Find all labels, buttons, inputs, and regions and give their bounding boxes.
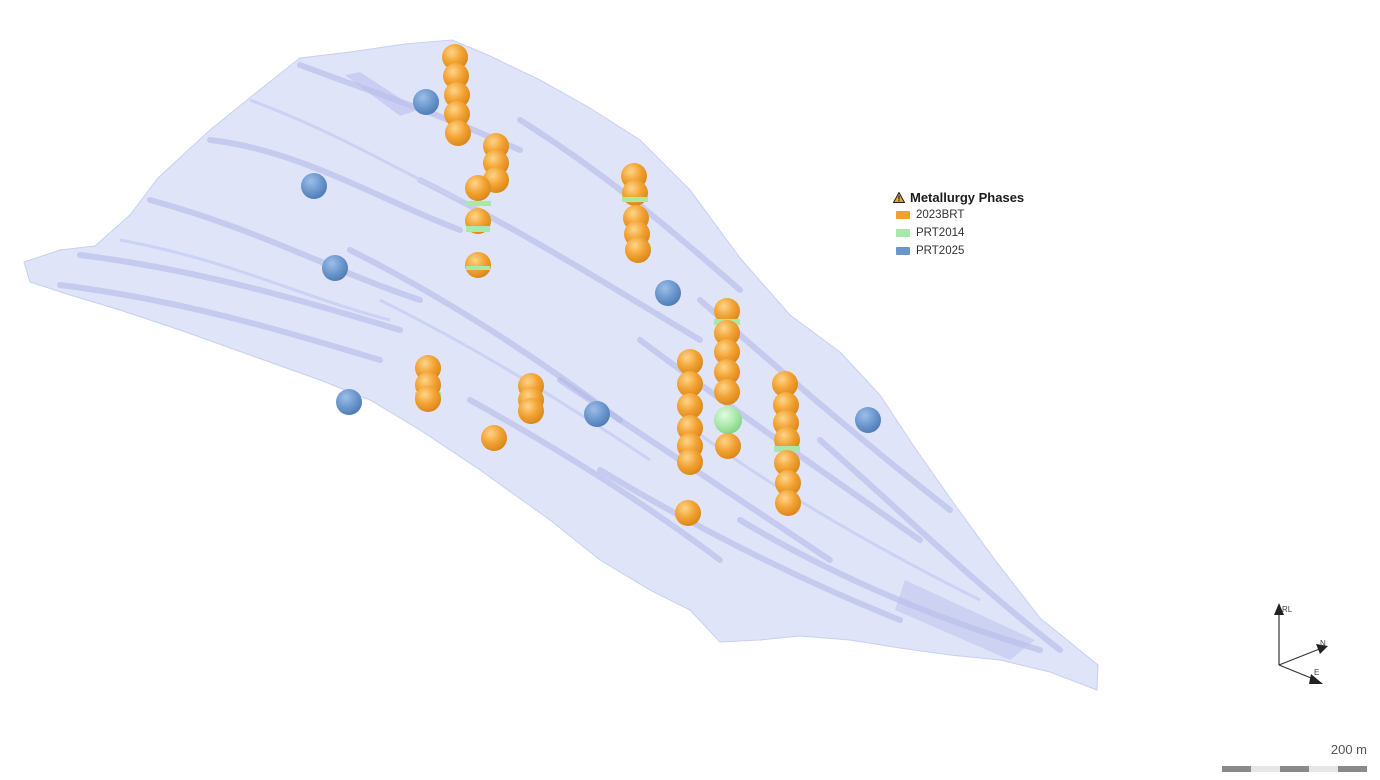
sample-2023brt [677,371,703,397]
sample-prt2014 [714,406,742,434]
terrain-highlights [119,98,981,602]
sample-2023brt [714,339,740,365]
sample-2023brt [481,425,507,451]
sample-2023brt [677,449,703,475]
sample-2023brt [775,470,801,496]
sample-2023brt [442,44,468,70]
scale-segment [1251,766,1280,772]
legend-swatch-green [896,229,910,237]
terrain-surface [23,39,1099,691]
sample-2023brt [774,450,800,476]
axis-north-label: N [1320,639,1326,648]
sample-2023brt [675,500,701,526]
sample-2023brt [772,371,798,397]
sample-2023brt [714,320,740,346]
scale-label: 200 m [1330,742,1367,757]
sample-prt2014-band [466,266,490,270]
sample-2023brt [443,63,469,89]
axis-east-arrow-icon [1309,674,1323,684]
legend-title-row: Metallurgy Phases [893,188,1073,206]
legend-label: 2023BRT [916,209,965,221]
scale-segment [1222,766,1251,772]
orientation-axes[interactable]: RL N E [1274,603,1328,684]
sample-2023brt [714,298,740,324]
sample-prt2025 [584,401,610,427]
legend-title: Metallurgy Phases [910,189,1025,205]
sample-2023brt [444,101,470,127]
sample-2023brt [677,415,703,441]
sample-2023brt [518,398,544,424]
sample-2023brt [445,120,471,146]
axis-north-arrow-icon [1316,644,1328,654]
sample-2023brt [677,349,703,375]
scale-bar: 200 m [1222,742,1367,772]
sample-2023brt [677,393,703,419]
terrain-facet [895,580,1035,660]
sample-2023brt [714,379,740,405]
sample-2023brt [715,433,741,459]
sample-prt2014-band [622,197,648,202]
sample-2023brt [465,175,491,201]
sample-prt2014-band [466,226,490,232]
sample-2023brt [465,252,491,278]
legend-label: PRT2014 [916,227,965,239]
legend-swatch-blue [896,247,910,255]
legend-item-prt2025: PRT2025 [893,242,1073,260]
sample-2023brt [773,392,799,418]
terrain-facet [345,72,418,116]
scale-segment [1309,766,1338,772]
scale-segment [1280,766,1309,772]
sample-2023brt [775,490,801,516]
sample-prt2025 [336,389,362,415]
legend-item-2023brt: 2023BRT [893,206,1073,224]
scale-segment [1338,766,1367,772]
sample-prt2025 [322,255,348,281]
sample-prt2014-band [774,446,800,452]
scale-bar-segments [1222,766,1367,772]
sample-2023brt [444,82,470,108]
sample-prt2014-band [465,201,491,206]
sample-points [301,44,881,526]
axis-up-arrow-icon [1274,603,1284,615]
sample-prt2025 [413,89,439,115]
sample-2023brt [625,237,651,263]
legend-item-prt2014: PRT2014 [893,224,1073,242]
warning-triangle-icon [893,191,905,203]
sample-prt2025 [655,280,681,306]
sample-prt2025 [855,407,881,433]
legend: Metallurgy Phases 2023BRT PRT2014 PRT202… [893,188,1073,260]
legend-label: PRT2025 [916,245,965,257]
legend-swatch-orange [896,211,910,219]
sample-2023brt [415,386,441,412]
sample-prt2025 [301,173,327,199]
axis-up-label: RL [1282,605,1293,614]
sample-2023brt [622,180,648,206]
sample-2023brt [714,359,740,385]
axis-east-label: E [1314,668,1319,677]
